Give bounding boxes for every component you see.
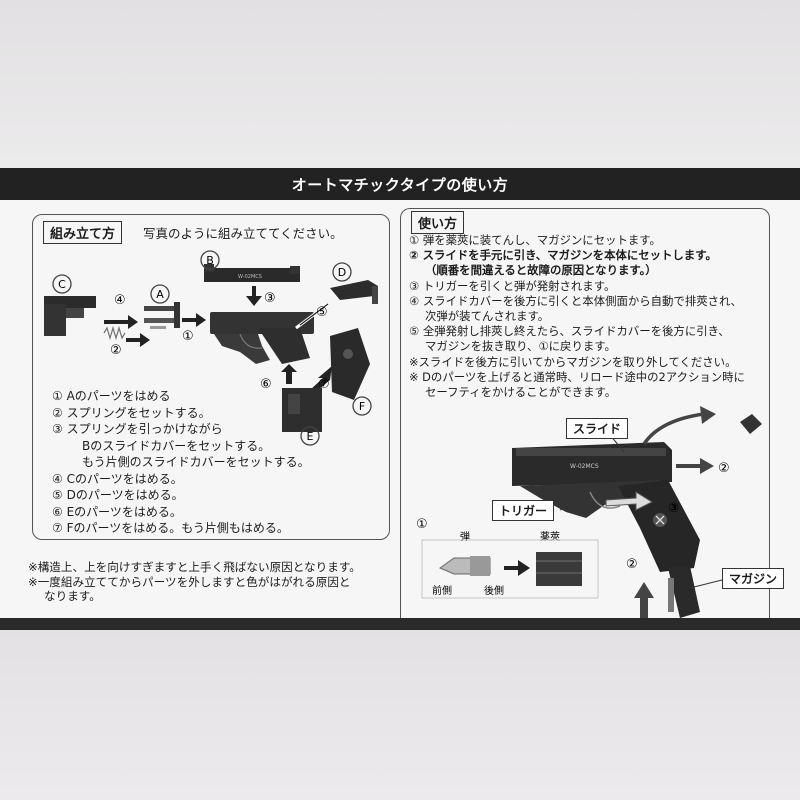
part-a-shape: [144, 302, 180, 329]
assembly-step: ⑥ Eのパーツをはめる。: [52, 504, 182, 519]
assembly-step: もう片側のスライドカバーをセットする。: [82, 455, 310, 469]
step-marker-6: ⑥: [260, 377, 272, 392]
part-c-marker-circle: [52, 274, 72, 294]
assembly-step: ① Aのパーツをはめる: [52, 389, 171, 403]
back-label: 後側: [484, 584, 504, 597]
arrow-step-2: [126, 333, 150, 347]
arrow-down-slide: [246, 286, 262, 306]
usage-step: ② スライドを手元に引き、マガジンを本体にセットします。: [409, 248, 717, 263]
usage-marker-3: ③: [668, 501, 679, 516]
ammo-box: [421, 539, 599, 599]
part-e-marker-circle: [300, 426, 320, 446]
assembly-step: ③ スプリングを引っかけながら: [52, 422, 223, 436]
step-marker-3: ③: [264, 291, 276, 306]
sheet-bottom-edge: [0, 618, 800, 632]
instruction-sheet: オートマチックタイプの使い方 組み立て方 写真のように組み立ててください。 C …: [0, 168, 800, 628]
assembly-step: Bのスライドカバーをセットする。: [82, 438, 271, 453]
usage-diagram: W-02MCS ② ③ ② ① 弾: [416, 406, 762, 620]
caution-note: なります。: [44, 589, 101, 603]
ejected-case-shape: [740, 414, 762, 434]
front-label: 前側: [432, 584, 452, 597]
part-b-label: B: [206, 254, 214, 267]
case-shape: [536, 552, 582, 586]
step-marker-5: ⑤: [316, 305, 328, 320]
assembly-diagram: C ④ A ② ① W-02MCS B ③: [44, 250, 378, 446]
part-e-shape: [282, 388, 322, 432]
usage-step: （順番を間違えると故障の原因となります。）: [425, 263, 657, 278]
bullet-shape: [438, 556, 491, 576]
usage-steps: ① 弾を薬莢に装てんし、マガジンにセットます。 ② スライドを手元に引き、マガジ…: [409, 233, 745, 400]
gun-marking: W-02MCS: [570, 463, 599, 470]
svg-text:W-02MCS: W-02MCS: [238, 274, 262, 280]
part-d-marker-circle: [332, 262, 352, 282]
part-d-shape: [330, 280, 378, 304]
usage-step: ① 弾を薬莢に装てんし、マガジンにセットます。: [409, 233, 661, 247]
arrow-trigger: [605, 491, 654, 511]
usage-marker-2b: ②: [626, 557, 638, 572]
usage-step: セーフティをかけることができます。: [425, 385, 617, 400]
assembly-step: ⑤ Dのパーツをはめる。: [52, 488, 184, 502]
usage-step: 次弾が装てんされます。: [425, 309, 550, 324]
assembly-step: ⑦ Fのパーツをはめる。もう片側もはめる。: [52, 521, 289, 535]
callout-trigger: トリガー: [492, 500, 555, 521]
part-f-shape: [330, 328, 370, 400]
arrow-slide-back: [676, 458, 714, 474]
callout-magazine: マガジン: [722, 568, 785, 589]
part-a-label: A: [156, 288, 164, 301]
part-c-label: C: [58, 278, 66, 291]
caution-notes: ※構造上、上を向けすぎますと上手く飛ばない原因となります。 ※一度組み立ててから…: [28, 560, 361, 604]
magazine-leader: [689, 579, 723, 589]
spring-shape: [103, 325, 126, 341]
usage-title: 使い方: [411, 211, 465, 234]
background-bottom: [0, 630, 800, 800]
arrow-step-4: [104, 315, 138, 329]
arrow-d-into-frame-line: [299, 303, 329, 326]
magazine-shape: [668, 566, 700, 618]
usage-step: ③ トリガーを引くと弾が発射されます。: [409, 278, 616, 293]
arrow-eject-head: [700, 406, 716, 424]
step-marker-1: ①: [182, 329, 194, 344]
part-e-label: E: [307, 430, 314, 443]
assembly-panel: 組み立て方 写真のように組み立ててください。: [32, 214, 390, 540]
part-c-shape: [44, 296, 96, 336]
callout-slide: スライド: [566, 418, 629, 439]
step-marker-4: ④: [114, 293, 126, 308]
step-marker-7: ⑦: [318, 377, 330, 392]
step-marker-2: ②: [110, 343, 122, 358]
arrow-eject: [642, 412, 705, 446]
assembly-step: ② スプリングをセットする。: [52, 405, 211, 420]
header-bar: オートマチックタイプの使い方: [0, 168, 800, 200]
part-f-label: F: [359, 400, 365, 413]
usage-step: ※ Dのパーツを上げると通常時、リロード途中の2アクション時に: [409, 369, 745, 384]
assembly-step: ④ Cのパーツをはめる。: [52, 471, 183, 486]
usage-step: ⑤ 全弾発射し排莢し終えたら、スライドカバーを後方に引き、: [409, 324, 730, 339]
usage-step: ④ スライドカバーを後方に引くと本体側面から自動で排莢され、: [409, 293, 742, 308]
case-label: 薬莢: [540, 530, 560, 543]
assembly-steps: ① Aのパーツをはめる ② スプリングをセットする。 ③ スプリングを引っかけな…: [52, 388, 310, 537]
usage-marker-1: ①: [416, 517, 428, 532]
caution-note: ※構造上、上を向けすぎますと上手く飛ばない原因となります。: [28, 560, 361, 574]
usage-panel: 使い方 ① 弾を薬莢に装てんし、マガジンにセットます。 ② スライドを手元に引き…: [400, 208, 770, 628]
usage-step: マガジンを抜き取り、①に戻ります。: [425, 339, 616, 354]
arrow-step-6: [281, 364, 297, 384]
arrow-step-7: [310, 366, 332, 390]
part-f-marker-circle: [352, 396, 372, 416]
part-a-marker-circle: [150, 284, 170, 304]
bullet-label: 弾: [460, 530, 470, 543]
gun-frame-shape: [210, 312, 314, 364]
part-b-marker-circle: [200, 250, 220, 270]
part-b-shape: W-02MCS: [204, 264, 300, 282]
caution-note: ※一度組み立ててからパーツを外しますと色がはがれる原因と: [28, 574, 351, 589]
background-top: [0, 0, 800, 168]
usage-marker-2: ②: [718, 461, 730, 476]
page-title: オートマチックタイプの使い方: [291, 175, 509, 194]
trigger-leader: [559, 499, 587, 511]
assembly-title: 組み立て方: [43, 221, 123, 244]
arrow-magazine-insert: [634, 582, 654, 620]
part-d-label: D: [338, 266, 346, 279]
arrow-load: [504, 560, 530, 576]
assembly-intro: 写真のように組み立ててください。: [143, 226, 343, 241]
usage-step: ※スライドを後方に引いてからマガジンを取り外してください。: [409, 354, 737, 369]
arrow-into-frame: [182, 313, 206, 327]
